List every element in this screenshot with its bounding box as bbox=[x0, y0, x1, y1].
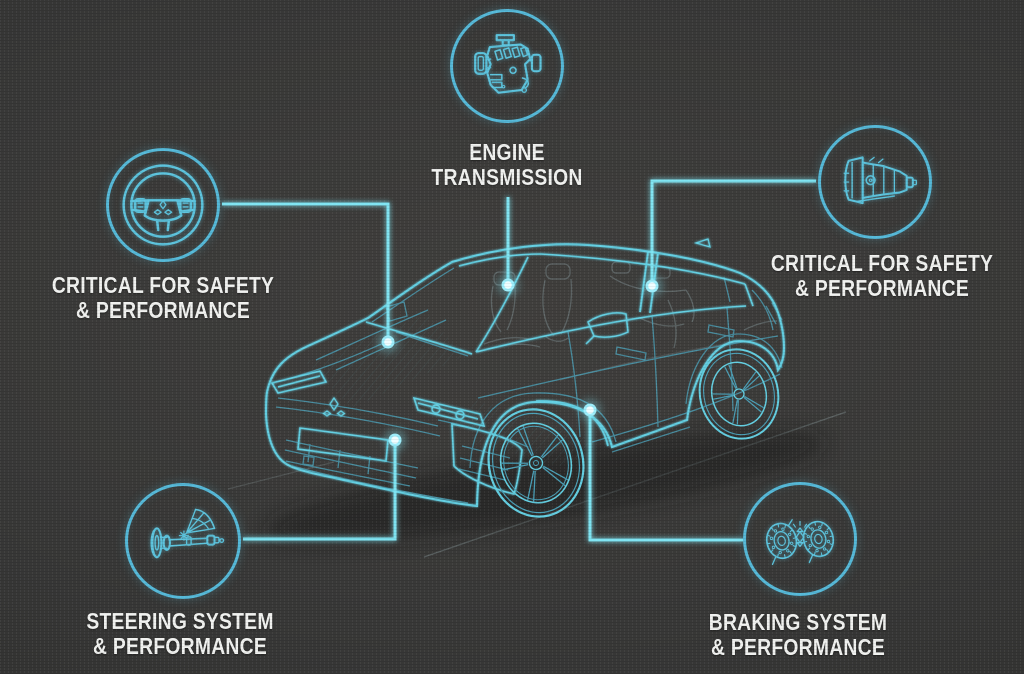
engine-icon bbox=[474, 33, 542, 94]
label-line: STEERING SYSTEM bbox=[86, 608, 274, 634]
rear-wheel bbox=[698, 348, 780, 440]
label-line: & PERFORMANCE bbox=[76, 297, 250, 323]
connector-steering-wheel bbox=[222, 202, 390, 342]
callout-label-engine: ENGINE TRANSMISSION bbox=[431, 140, 582, 190]
label-line: & PERFORMANCE bbox=[795, 275, 969, 301]
front-wheel bbox=[487, 408, 585, 518]
hotspot-dot-steering-wheel bbox=[377, 331, 399, 353]
callout-label-braking-system: BRAKING SYSTEM & PERFORMANCE bbox=[709, 610, 888, 660]
connector-lines bbox=[222, 179, 816, 542]
label-line: BRAKING SYSTEM bbox=[708, 609, 888, 635]
callout-circle-steering-system bbox=[125, 483, 241, 599]
connector-steering-system bbox=[243, 440, 397, 541]
connector-transmission bbox=[650, 179, 816, 286]
connector-braking-system bbox=[588, 410, 744, 542]
car-shadow bbox=[263, 431, 827, 543]
steering-column-icon bbox=[150, 508, 225, 559]
label-line: TRANSMISSION bbox=[431, 164, 583, 190]
steering-wheel-icon bbox=[122, 164, 204, 246]
brake-discs-icon bbox=[765, 519, 835, 566]
car-outline bbox=[264, 238, 786, 508]
hood-hatch-shading bbox=[306, 314, 594, 468]
callout-circle-transmission bbox=[818, 125, 932, 239]
label-line: CRITICAL FOR SAFETY bbox=[51, 272, 275, 298]
label-line: CRITICAL FOR SAFETY bbox=[770, 250, 994, 276]
callout-circle-engine bbox=[450, 9, 564, 123]
transmission-icon bbox=[843, 156, 918, 205]
hotspot-dot-braking-system bbox=[579, 399, 601, 421]
label-line: ENGINE bbox=[469, 139, 545, 165]
callout-label-transmission: CRITICAL FOR SAFETY & PERFORMANCE bbox=[771, 251, 993, 301]
callout-circle-steering-wheel bbox=[106, 148, 220, 262]
hotspot-dot-steering-system bbox=[384, 429, 406, 451]
callout-label-steering-wheel: CRITICAL FOR SAFETY & PERFORMANCE bbox=[52, 273, 274, 323]
callout-circle-braking-system bbox=[743, 482, 857, 596]
hotspot-dot-transmission bbox=[641, 275, 663, 297]
label-line: & PERFORMANCE bbox=[711, 634, 885, 660]
hotspot-dot-engine bbox=[497, 274, 519, 296]
callout-label-steering-system: STEERING SYSTEM & PERFORMANCE bbox=[86, 609, 273, 659]
label-line: & PERFORMANCE bbox=[93, 633, 267, 659]
